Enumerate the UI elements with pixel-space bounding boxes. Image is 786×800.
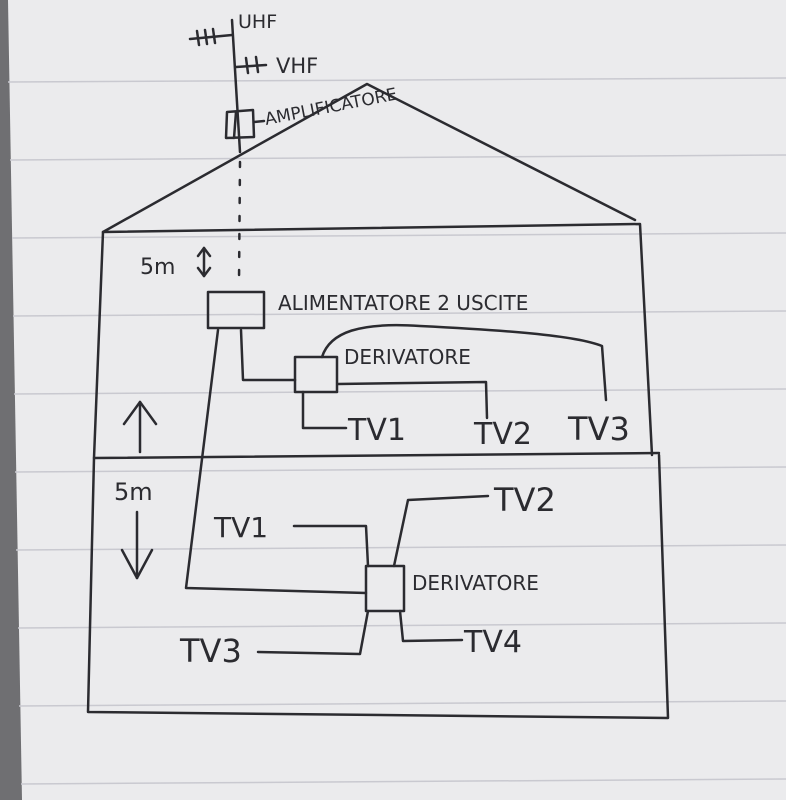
lower-tv2-label: TV2 [493, 481, 556, 519]
cable-ps-to-upper-splitter [239, 328, 297, 382]
paper-sheet [8, 0, 786, 800]
height-arrow-top [196, 246, 212, 278]
roof [101, 82, 637, 234]
height-label-bottom: 5m [114, 478, 153, 506]
upper-tv2-label: TV2 [473, 417, 532, 452]
vhf-antenna-elements [234, 55, 268, 75]
upper-splitter-box [293, 355, 339, 394]
lower-splitter-label: DERIVATORE [412, 571, 539, 595]
lower-tv1-label: TV1 [213, 511, 268, 544]
cable-upper-tv2 [336, 380, 489, 420]
lower-splitter-box [364, 564, 406, 613]
cable-lower-tv4 [398, 609, 464, 643]
uhf-label: UHF [238, 11, 277, 33]
height-arrow-up [122, 400, 158, 454]
cable-lower-tv1 [292, 524, 370, 568]
height-label-top: 5m [140, 255, 175, 280]
height-arrow-down [120, 510, 154, 580]
floor-divider [92, 451, 661, 460]
cable-lower-tv2 [392, 494, 490, 568]
power-supply-label: ALIMENTATORE 2 USCITE [278, 291, 528, 315]
cable-upper-tv1 [301, 390, 348, 430]
cable-lower-tv3 [256, 609, 370, 656]
antenna-mast [230, 18, 242, 154]
upper-splitter-label: DERIVATORE [344, 345, 471, 369]
vhf-label: VHF [276, 54, 318, 78]
ruled-lines [7, 77, 786, 785]
lower-tv3-label: TV3 [179, 632, 242, 670]
lower-tv4-label: TV4 [463, 625, 522, 660]
cable-upper-tv3 [320, 323, 608, 402]
cable-ps-to-lower-splitter [184, 328, 368, 595]
upper-tv3-label: TV3 [567, 410, 630, 448]
power-supply-box [206, 290, 266, 330]
uhf-antenna-elements [188, 27, 234, 47]
cable-dotted [237, 160, 242, 284]
amplifier-box [224, 108, 256, 140]
upper-tv1-label: TV1 [347, 413, 406, 448]
house-outline [86, 222, 670, 720]
